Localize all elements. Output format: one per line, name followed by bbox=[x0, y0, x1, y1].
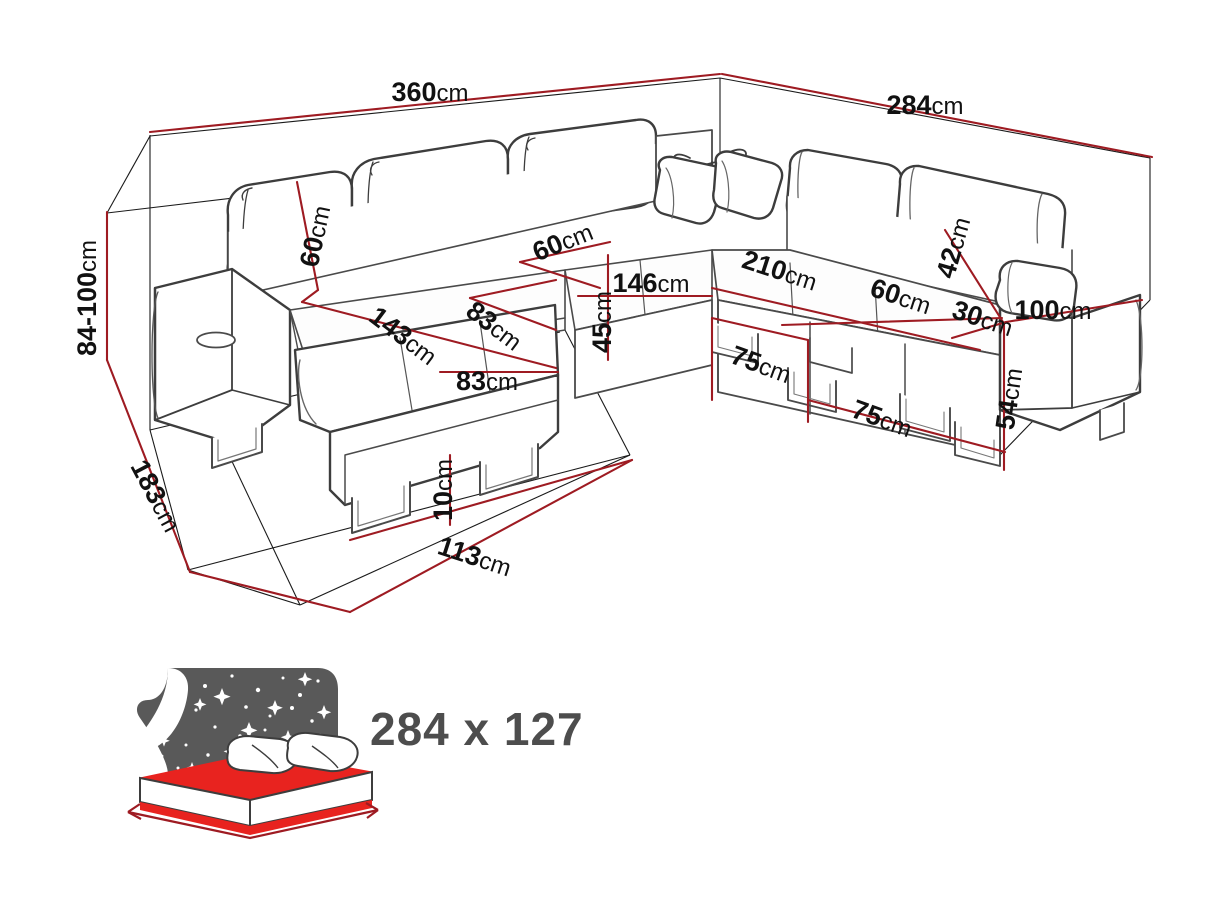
dim-line-143 bbox=[300, 300, 558, 370]
dimension-unit: cm bbox=[997, 366, 1028, 401]
sofa-illustration bbox=[151, 118, 1143, 534]
dimension-value: 10 bbox=[428, 491, 458, 521]
dimension-label-corner-seat-width: 146cm bbox=[612, 268, 689, 298]
dim-line-60-corner bbox=[518, 240, 612, 264]
dimension-label-overall-width-right: 284cm bbox=[886, 90, 963, 120]
armrest-detail-ring bbox=[196, 331, 236, 349]
dimension-unit: cm bbox=[437, 80, 469, 107]
left-armrest bbox=[153, 267, 292, 447]
chaise-leg-front-left bbox=[351, 481, 411, 534]
dim-line-60-corner-b bbox=[518, 260, 602, 290]
dim-line-floor-front bbox=[188, 570, 352, 614]
dim-line-75-b bbox=[806, 398, 1007, 454]
dimension-label-arm-height: 54cm bbox=[990, 366, 1028, 432]
dim-line-42 bbox=[943, 228, 1005, 324]
dimension-lines bbox=[105, 72, 1154, 614]
dimension-unit: cm bbox=[303, 203, 336, 240]
dim-line-75-a bbox=[710, 316, 810, 342]
dim-line-60-right bbox=[780, 316, 1004, 327]
chaise-leg-front-right bbox=[479, 443, 539, 496]
dimension-label-overall-height: 84-100cm bbox=[72, 240, 102, 356]
left-chaise-base bbox=[328, 373, 560, 507]
dim-line-83-a bbox=[468, 296, 558, 332]
dimension-unit: cm bbox=[932, 93, 964, 120]
dimension-label-backrest-height-left: 60cm bbox=[294, 203, 336, 270]
dim-line-360 bbox=[148, 72, 722, 134]
dimension-label-chaise-width: 113cm bbox=[434, 530, 515, 582]
dimension-value: 360 bbox=[391, 77, 436, 107]
dim-line-100 bbox=[1004, 298, 1144, 324]
dimension-unit: cm bbox=[658, 271, 690, 298]
right-arm-roll-cushion bbox=[994, 259, 1078, 322]
dimension-label-leg-height: 10cm bbox=[428, 459, 458, 521]
dimension-unit: cm bbox=[75, 240, 102, 272]
dim-line-30 bbox=[950, 320, 1008, 340]
dimension-value: 60 bbox=[294, 234, 330, 270]
dim-line-floor-right bbox=[348, 458, 634, 614]
dimension-label-floor-depth-left: 183cm bbox=[125, 455, 188, 537]
dimension-unit: cm bbox=[476, 547, 515, 583]
mattress-base-band bbox=[140, 800, 372, 835]
dim-line-284 bbox=[720, 72, 1154, 159]
dim-line-60-left-a bbox=[295, 180, 320, 292]
right-leg-2 bbox=[787, 367, 837, 413]
dimension-value: 146 bbox=[612, 268, 657, 298]
bed-size-label: 284 x 127 bbox=[370, 703, 584, 755]
right-arm-leg bbox=[1099, 402, 1125, 441]
dimension-value: 83 bbox=[456, 366, 486, 396]
dimension-value: 100 bbox=[1014, 295, 1059, 325]
dimension-unit: cm bbox=[590, 291, 617, 323]
star-field bbox=[158, 672, 332, 774]
dimension-value: 54 bbox=[990, 398, 1024, 432]
left-arm-leg bbox=[211, 423, 263, 469]
dimension-label-seat-width-left-b: 83cm bbox=[456, 366, 518, 396]
right-leg-4 bbox=[899, 393, 951, 442]
bed-pillows bbox=[226, 731, 359, 775]
dimension-unit: cm bbox=[1060, 298, 1092, 325]
dim-line-83-a2 bbox=[468, 278, 558, 300]
throw-pillow-right bbox=[712, 150, 784, 220]
width-arrow bbox=[127, 802, 379, 840]
right-leg-3 bbox=[809, 337, 853, 374]
dim-line-60-left-b bbox=[300, 288, 320, 304]
dimension-value: 45 bbox=[587, 323, 617, 353]
dimension-unit: cm bbox=[431, 459, 458, 491]
dimension-unit: cm bbox=[486, 369, 518, 396]
dim-line-113 bbox=[348, 458, 634, 542]
dimension-label-overall-width-left: 360cm bbox=[391, 77, 468, 107]
dim-line-210 bbox=[710, 286, 982, 352]
dimension-label-arm-depth: 100cm bbox=[1014, 295, 1091, 325]
dimension-value: 284 bbox=[886, 90, 931, 120]
dimension-label-seat-height: 45cm bbox=[587, 291, 617, 353]
dimension-value: 84-100 bbox=[72, 272, 102, 356]
bed-size-icon: 284 x 127 bbox=[127, 668, 584, 840]
dim-line-183 bbox=[105, 358, 192, 574]
throw-pillow-left bbox=[653, 155, 725, 225]
